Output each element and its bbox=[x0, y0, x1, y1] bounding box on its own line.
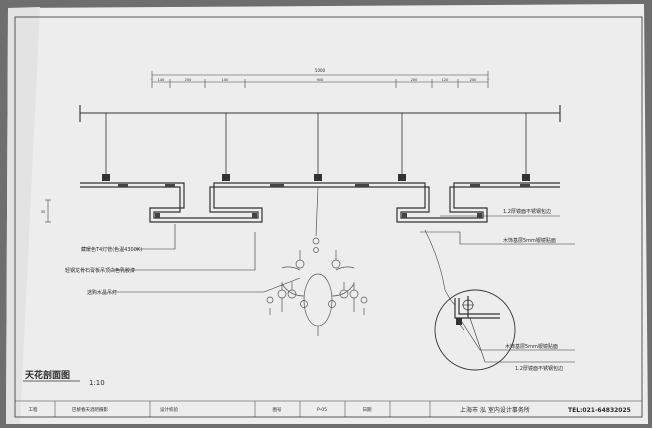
label-chandelier: 选购水晶吊灯 bbox=[87, 289, 117, 296]
paper-sheet bbox=[6, 4, 648, 424]
ceiling-profile bbox=[80, 182, 560, 223]
segment-dim-3: 100 bbox=[222, 78, 229, 82]
title-block bbox=[14, 400, 643, 418]
label-steel-trim-top: 1.2厚镜面不锈钢包边 bbox=[503, 208, 551, 215]
left-leaders bbox=[112, 224, 301, 293]
segment-dim-5: 200 bbox=[411, 78, 418, 82]
company-name: 上海市 泓 室内设计事务所 bbox=[460, 406, 530, 414]
overall-dimension-label: 5000 bbox=[315, 68, 326, 73]
company-phone: TEL:021-64832025 bbox=[568, 407, 631, 414]
label-warm-led-tube: 藏暖色T4灯管(色温4300K) bbox=[81, 246, 142, 253]
label-wood-veneer-detail: 木饰基层5mm银镜贴面 bbox=[505, 343, 558, 350]
detail-leader-curve bbox=[424, 229, 456, 306]
design-label: 设计校验 bbox=[160, 406, 178, 413]
label-wood-veneer-top: 木饰基层5mm银镜贴面 bbox=[503, 237, 556, 244]
drawing-no-label: 图号 bbox=[273, 407, 282, 413]
rod-hangers bbox=[102, 174, 530, 181]
right-leaders-top bbox=[420, 215, 575, 245]
side-dimension bbox=[45, 199, 51, 223]
segment-dimensions bbox=[151, 79, 489, 88]
overall-dimension bbox=[151, 71, 489, 80]
chandelier bbox=[266, 186, 368, 336]
segment-dim-1: 140 bbox=[158, 78, 165, 82]
drawing-no: P-05 bbox=[317, 407, 327, 413]
drawing-scale: 1:10 bbox=[89, 379, 105, 387]
side-dimension-label: 30 bbox=[41, 210, 45, 214]
segment-dim-4: 900 bbox=[317, 78, 324, 82]
drawing-title: 天花剖面图 bbox=[25, 369, 70, 381]
segment-dim-2: 200 bbox=[185, 78, 192, 82]
detail-block bbox=[456, 318, 462, 325]
detail-circle bbox=[434, 289, 516, 371]
project-name: 巴黎春天酒吧摄影 bbox=[72, 406, 108, 413]
slab-line bbox=[79, 105, 561, 122]
ceiling-blocking bbox=[118, 184, 530, 218]
segment-dim-7: 200 bbox=[470, 78, 477, 82]
label-gypsum-board: 轻钢龙骨石膏板吊顶白色乳胶漆 bbox=[65, 267, 135, 274]
date-label: 日期 bbox=[363, 407, 372, 413]
detail-section bbox=[454, 296, 500, 319]
project-label: 工程 bbox=[29, 406, 38, 413]
label-steel-trim-detail: 1.2厚镜面不锈钢包边 bbox=[515, 365, 563, 372]
hanging-rods bbox=[105, 113, 527, 180]
segment-dim-6: 120 bbox=[442, 78, 449, 82]
detail-leaders bbox=[459, 317, 575, 363]
